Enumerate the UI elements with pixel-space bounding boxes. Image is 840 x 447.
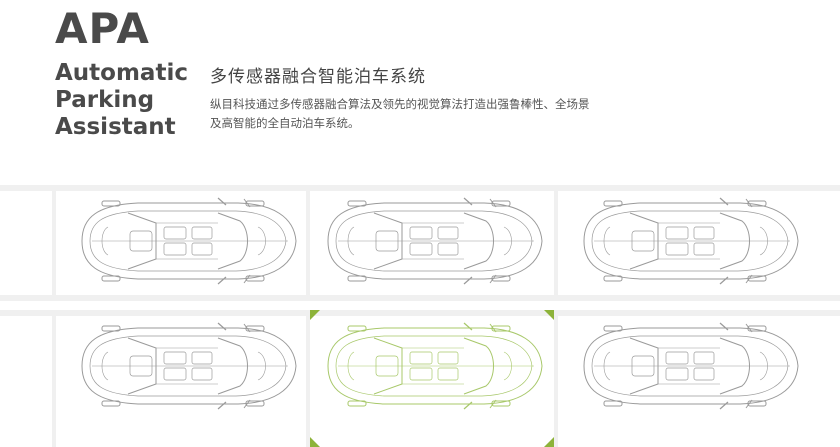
parking-row-bottom — [0, 310, 840, 447]
car — [68, 197, 300, 285]
car-icon — [327, 197, 543, 285]
stall — [310, 316, 554, 447]
car-icon — [583, 197, 799, 285]
target-slot-corner-icon — [544, 437, 554, 447]
car — [314, 197, 546, 285]
parking-row-top — [0, 185, 840, 301]
target-slot-corner-icon — [544, 310, 554, 320]
car — [570, 197, 802, 285]
car — [68, 322, 300, 410]
stall — [0, 316, 52, 447]
car-icon — [583, 322, 799, 410]
stall — [0, 191, 52, 295]
hero-full-name: Automatic Parking Assistant — [55, 60, 188, 141]
stall — [56, 316, 306, 447]
car-icon — [81, 322, 297, 410]
hero-line-3: Assistant — [55, 114, 176, 140]
car-icon — [327, 322, 543, 410]
car-icon — [81, 197, 297, 285]
subtitle: 多传感器融合智能泊车系统 — [210, 67, 426, 87]
target-slot-corner-icon — [310, 437, 320, 447]
car — [570, 322, 802, 410]
hero-line-2: Parking — [55, 87, 155, 113]
description: 纵目科技通过多传感器融合算法及领先的视觉算法打造出强鲁棒性、全场景及高智能的全自… — [210, 97, 590, 130]
hero-acronym: APA — [55, 4, 150, 53]
target-slot-corner-icon — [310, 310, 320, 320]
hero-line-1: Automatic — [55, 60, 188, 86]
car — [314, 322, 546, 410]
